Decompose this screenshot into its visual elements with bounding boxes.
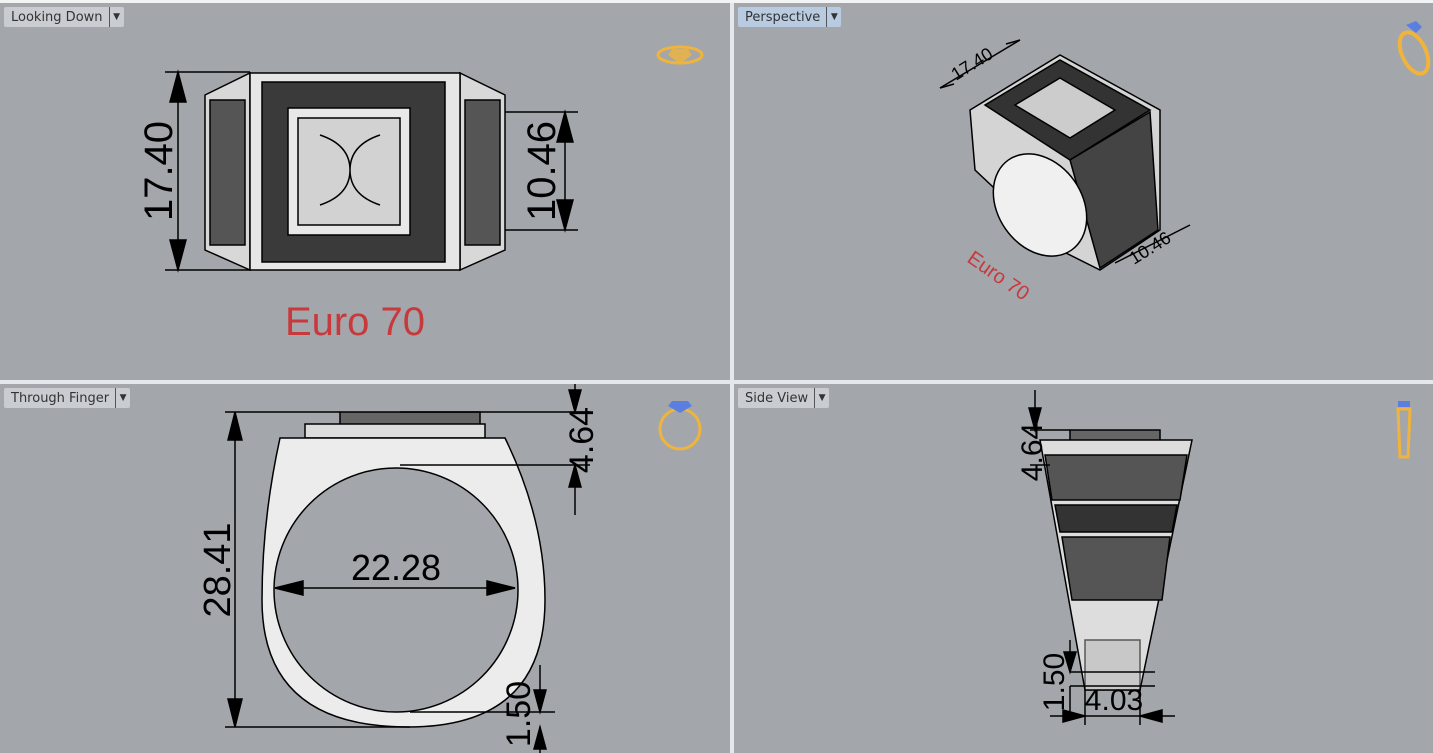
dim-22-28: 22.28: [351, 547, 441, 588]
viewport-through-finger[interactable]: 28.41 22.28 4.64 1.50 Through Finger ▼: [0, 384, 730, 753]
dropdown-icon[interactable]: ▼: [826, 7, 841, 27]
dim-10-46: 10.46: [520, 121, 564, 221]
ring-label: Euro 70: [963, 247, 1033, 305]
dim-4-03: 4.03: [1085, 684, 1143, 717]
viewport-side-view[interactable]: 4.64 1.50 4.03 Side View ▼: [734, 384, 1433, 753]
dim-4-64: 4.64: [563, 407, 601, 473]
viewport-tab[interactable]: Through Finger ▼: [4, 388, 131, 408]
ring-top-drawing: 17.40 10.46 Euro 70: [137, 45, 704, 344]
top-strip: [0, 0, 1433, 3]
dim-4-64: 4.64: [1016, 423, 1049, 481]
dim-17-40: 17.40: [137, 121, 181, 221]
viewport-tab[interactable]: Side View ▼: [738, 388, 830, 408]
dim-17-40: 17.40: [948, 44, 997, 85]
viewport-title: Side View: [745, 390, 809, 406]
viewport-perspective[interactable]: 17.40 10.46 Euro 70 Perspective ▼: [734, 3, 1433, 380]
viewport-looking-down[interactable]: 17.40 10.46 Euro 70 Looking Down ▼: [0, 3, 730, 380]
viewport-title: Looking Down: [11, 9, 103, 25]
ring-perspective-icon: [1397, 21, 1431, 76]
dropdown-icon[interactable]: ▼: [108, 7, 124, 27]
dim-1-50: 1.50: [1038, 653, 1071, 711]
ring-perspective-drawing: 17.40 10.46 Euro 70: [939, 21, 1431, 305]
dropdown-icon[interactable]: ▼: [115, 388, 130, 408]
viewport-tab[interactable]: Looking Down ▼: [4, 7, 124, 27]
viewport-title: Perspective: [745, 9, 821, 25]
dim-28-41: 28.41: [197, 522, 239, 617]
ring-side-drawing: 4.64 1.50 4.03: [1016, 390, 1412, 725]
dropdown-icon[interactable]: ▼: [814, 388, 829, 408]
viewport-tab[interactable]: Perspective ▼: [738, 7, 842, 27]
ring-side-icon: [1396, 401, 1412, 459]
ring-top-icon: [656, 45, 704, 65]
ring-label: Euro 70: [285, 300, 425, 344]
viewport-title: Through Finger: [11, 390, 110, 406]
ring-front-drawing: 28.41 22.28 4.64 1.50: [197, 384, 702, 753]
ring-front-icon: [658, 401, 702, 451]
dim-1-50: 1.50: [500, 681, 538, 747]
